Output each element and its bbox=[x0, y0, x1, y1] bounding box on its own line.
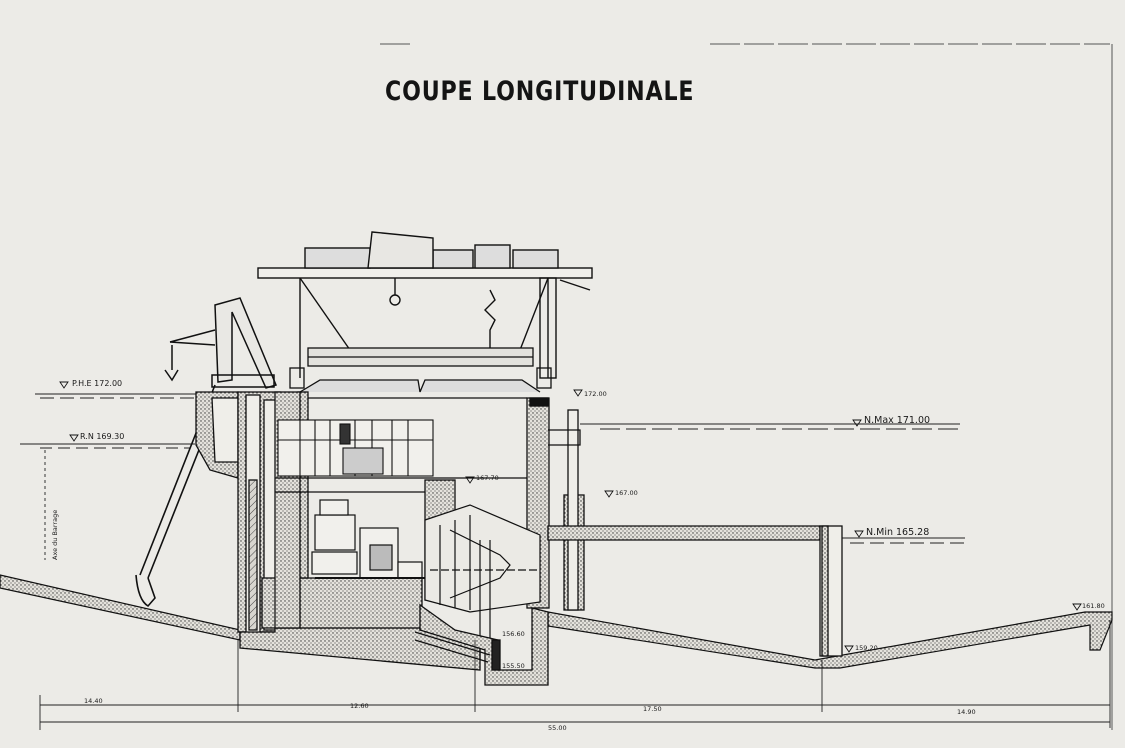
level-markers bbox=[59, 381, 1082, 653]
phe-level-label: P.H.E 172.00 bbox=[72, 379, 122, 388]
dimension-d2: 12.60 bbox=[350, 702, 369, 710]
nmax-level-label: N.Max 171.00 bbox=[864, 415, 930, 426]
riverbed-level: 159.20 bbox=[855, 644, 878, 652]
dimension-total: 55.00 bbox=[548, 724, 567, 732]
dimension-d3: 17.50 bbox=[643, 705, 662, 713]
pit-bottom-level: 155.50 bbox=[502, 662, 525, 670]
powerhouse-roof bbox=[289, 347, 552, 393]
tailrace-gate-level: 167.00 bbox=[615, 489, 638, 497]
tailrace-structure bbox=[547, 409, 843, 657]
nmin-level-label: N.Min 165.28 bbox=[866, 527, 929, 538]
downstream-riverbed bbox=[547, 611, 1113, 669]
drawing-title: COUPE LONGITUDINALE bbox=[385, 76, 695, 107]
draft-tube-pit bbox=[414, 603, 549, 686]
intake-floor-level: 167.70 bbox=[476, 474, 499, 482]
dimension-d4: 14.90 bbox=[957, 708, 976, 716]
dam-axis-note: Axe du Barrage bbox=[51, 510, 59, 560]
rn-level-label: R.N 169.30 bbox=[80, 432, 124, 441]
upstream-riverbed bbox=[0, 574, 241, 641]
water-level-lines bbox=[20, 393, 965, 544]
intake-crane bbox=[164, 297, 278, 389]
top-structure-level: 172.00 bbox=[584, 390, 607, 398]
switchgear-panels bbox=[277, 419, 434, 477]
generator-unit bbox=[311, 499, 425, 579]
dimension-lines bbox=[39, 450, 1111, 730]
draft-tube-level: 156.60 bbox=[502, 630, 525, 638]
dimension-d1: 14.40 bbox=[84, 697, 103, 705]
downstream-end-level: 161.80 bbox=[1082, 602, 1105, 610]
gantry-crane bbox=[257, 231, 593, 379]
